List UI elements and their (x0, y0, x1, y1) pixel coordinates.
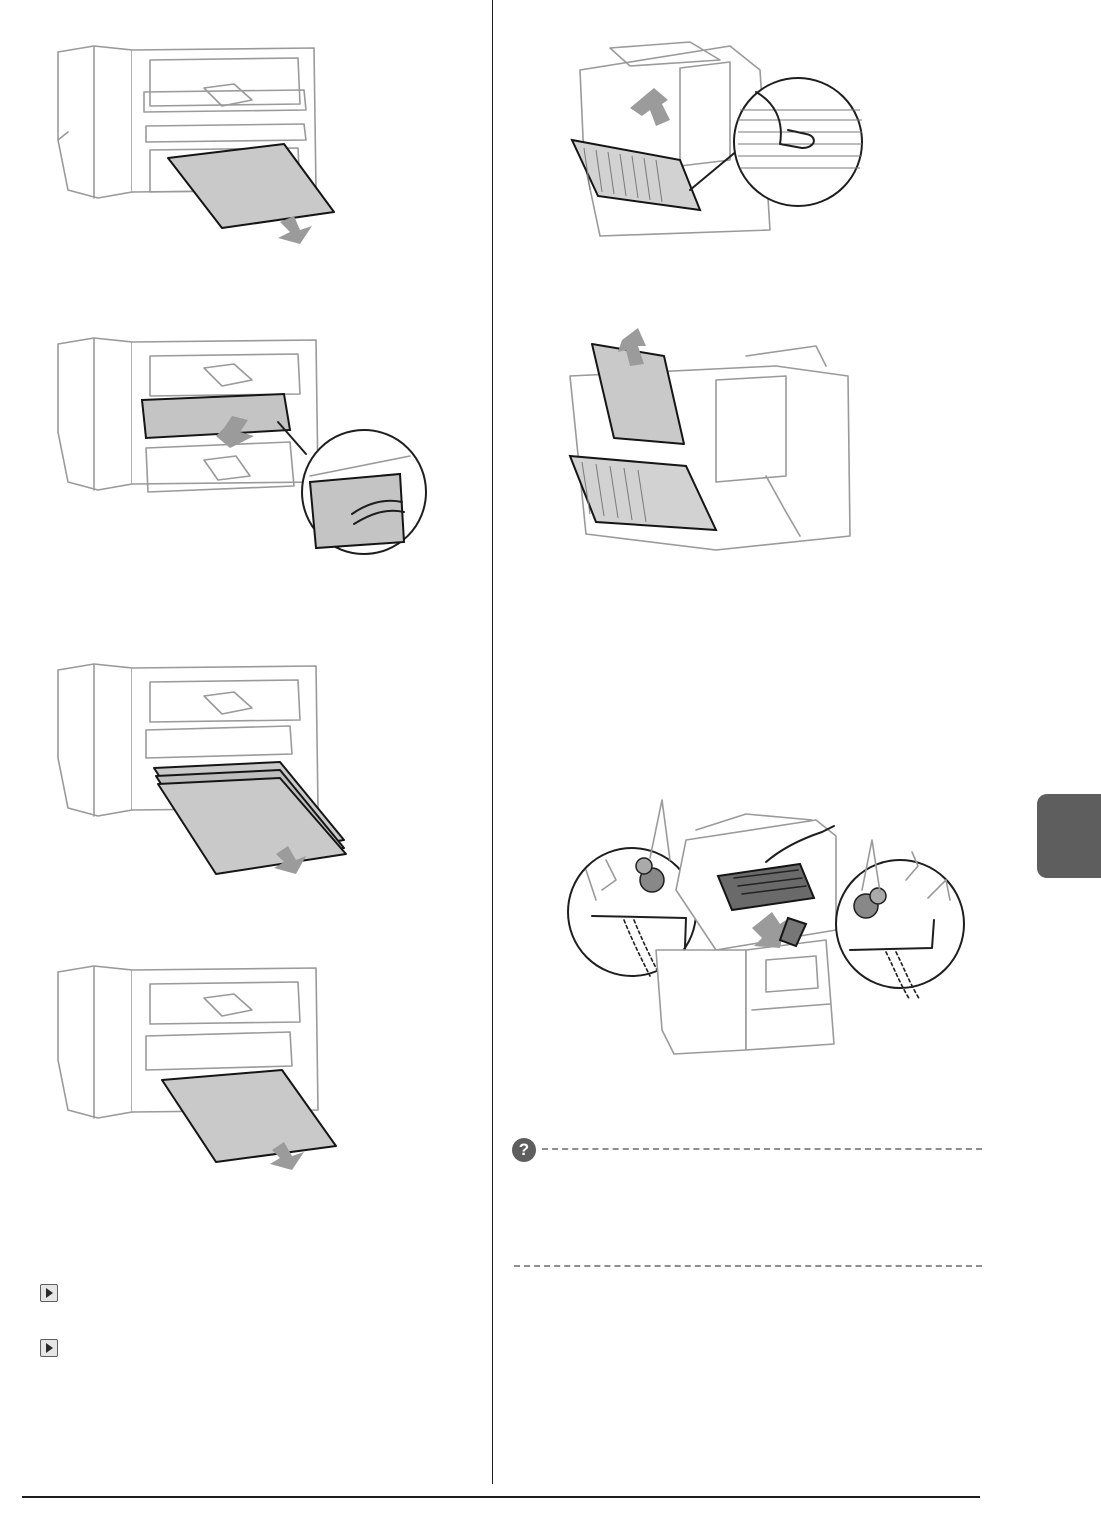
insert-toner-cartridge-figure (566, 800, 970, 1060)
footer-rule (22, 1496, 980, 1498)
printer-rear-paper-figure-icon (566, 336, 866, 556)
printer-jammed-sheet-figure-icon (54, 966, 344, 1166)
remove-paper-stack-figure (54, 664, 354, 874)
question-icon: ? (512, 1138, 536, 1162)
pull-paper-from-output-slot-figure (54, 40, 344, 245)
column-divider (492, 0, 493, 1484)
printer-paper-stack-figure-icon (54, 664, 354, 874)
arrow-right-icon[interactable] (40, 1284, 58, 1302)
help-note-bottom-rule (514, 1265, 982, 1267)
open-rear-cover-figure (570, 40, 870, 240)
section-tab[interactable] (1037, 794, 1101, 878)
lift-paper-cover-figure (54, 336, 426, 571)
toner-cartridge-figure-icon (566, 800, 970, 1060)
printer-open-cover-figure-icon (54, 336, 426, 571)
help-note-top-rule (542, 1148, 982, 1150)
arrow-right-icon[interactable] (40, 1339, 58, 1357)
printer-paper-removal-figure-icon (54, 40, 344, 245)
pull-jammed-sheet-figure (54, 966, 344, 1166)
remove-paper-from-rear-figure (566, 336, 866, 556)
printer-rear-cover-figure-icon (570, 40, 870, 240)
